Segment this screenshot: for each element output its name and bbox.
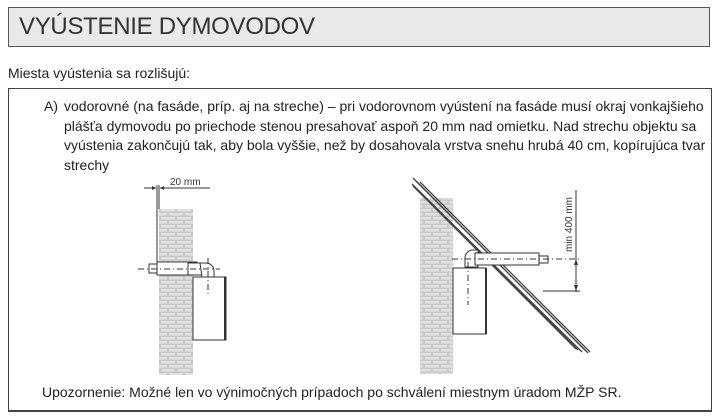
dimension-min-400mm: min 400 mm: [564, 197, 575, 252]
list-item-text: vodorovné (na fasáde, príp. aj na strech…: [64, 98, 706, 173]
facade-diagram: 20 mm: [138, 177, 227, 375]
section-title: VYÚSTENIE DYMOVODOV: [19, 13, 315, 40]
wall: [420, 198, 453, 374]
divider: [8, 410, 712, 412]
section-title-box: VYÚSTENIE DYMOVODOV: [8, 7, 710, 47]
dimension-20mm: 20 mm: [170, 177, 201, 188]
warning-note: Upozornenie: Možné len vo výnimočných pr…: [42, 384, 622, 400]
content-frame: [8, 88, 712, 412]
intro-text: Miesta vyústenia sa rozlišujú:: [8, 65, 191, 81]
roof-diagram: min 400 mm: [411, 177, 591, 374]
list-item-label: A): [44, 98, 58, 114]
list-item-a: A) vodorovné (na fasáde, príp. aj na str…: [44, 97, 709, 175]
wall: [159, 209, 193, 375]
